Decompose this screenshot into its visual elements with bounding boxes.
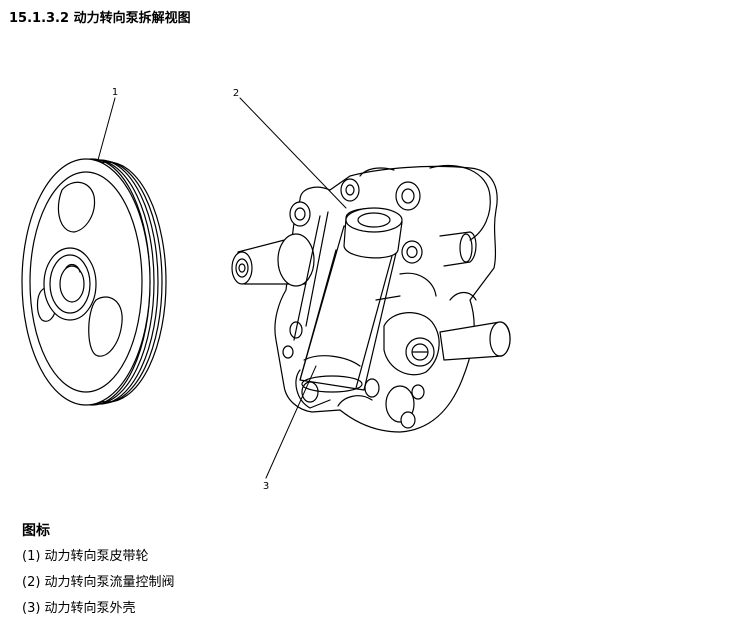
callout-2-leader <box>239 97 347 209</box>
legend-title: 图标 <box>22 523 50 539</box>
legend-item-housing: (3) 动力转向泵外壳 <box>22 601 136 616</box>
callout-leaders <box>97 97 347 479</box>
legend: 图标 (1) 动力转向泵皮带轮 (2) 动力转向泵流量控制阀 (3) 动力转向泵… <box>22 520 175 622</box>
exploded-view-illustration: 1 2 3 <box>21 87 511 492</box>
legend-item-flow-control-valve: (2) 动力转向泵流量控制阀 <box>22 575 175 590</box>
pulley-drawing <box>21 158 167 406</box>
page-title: 15.1.3.2 动力转向泵拆解视图 <box>9 11 191 26</box>
legend-item-pulley: (1) 动力转向泵皮带轮 <box>22 549 149 564</box>
callout-3-label: 3 <box>263 481 269 492</box>
flow-control-valve-drawing <box>293 207 403 393</box>
callout-1-leader <box>97 97 116 161</box>
callout-3-leader <box>265 365 317 479</box>
callout-2-label: 2 <box>233 88 239 99</box>
callout-1-label: 1 <box>112 87 118 98</box>
